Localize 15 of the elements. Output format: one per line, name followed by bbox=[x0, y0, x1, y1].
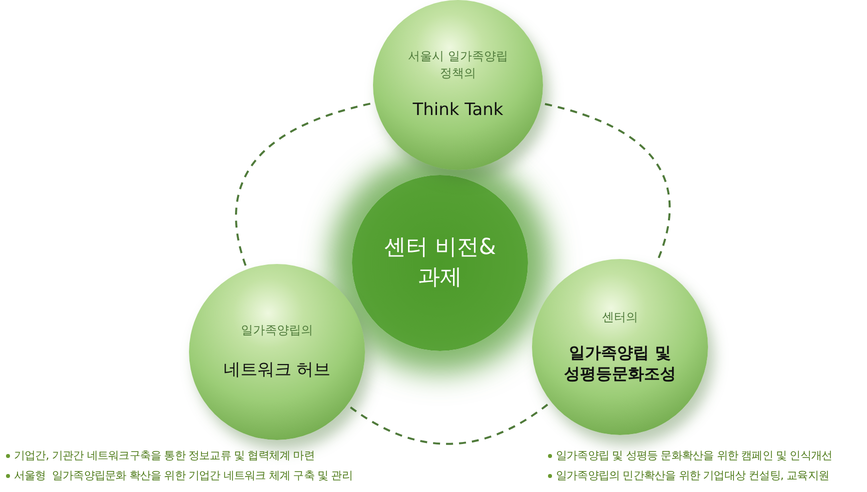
node-title: 일가족양립 및 성평등문화조성 bbox=[563, 342, 677, 385]
node-title: Think Tank bbox=[412, 98, 504, 122]
bullet-text: 일가족양립의 민간확산을 위한 기업대상 컨설팅, 교육지원 bbox=[556, 468, 829, 484]
node-title: 센터 비전&과제 bbox=[382, 234, 498, 292]
bullet-text: 일가족양립 및 성평등 문화확산을 위한 캠페인 및 인식개선 bbox=[556, 448, 832, 464]
bullet-text: 서울형 일가족양립문화 확산을 위한 기업간 네트워크 체계 구축 및 관리 bbox=[14, 468, 352, 484]
node-subtitle: 일가족양립의 bbox=[241, 322, 313, 339]
sphere-node bbox=[532, 259, 708, 435]
node-title: 네트워크 허브 bbox=[223, 358, 331, 382]
dashed-arc bbox=[350, 403, 549, 445]
node-subtitle: 센터의 bbox=[602, 309, 638, 326]
node-subtitle: 서울시 일가족양립정책의 bbox=[407, 48, 509, 81]
bullet-text: 기업간, 기관간 네트워크구축을 통한 정보교류 및 협력체계 마련 bbox=[14, 448, 314, 464]
dashed-arc bbox=[235, 102, 372, 266]
center-circle bbox=[352, 175, 528, 351]
